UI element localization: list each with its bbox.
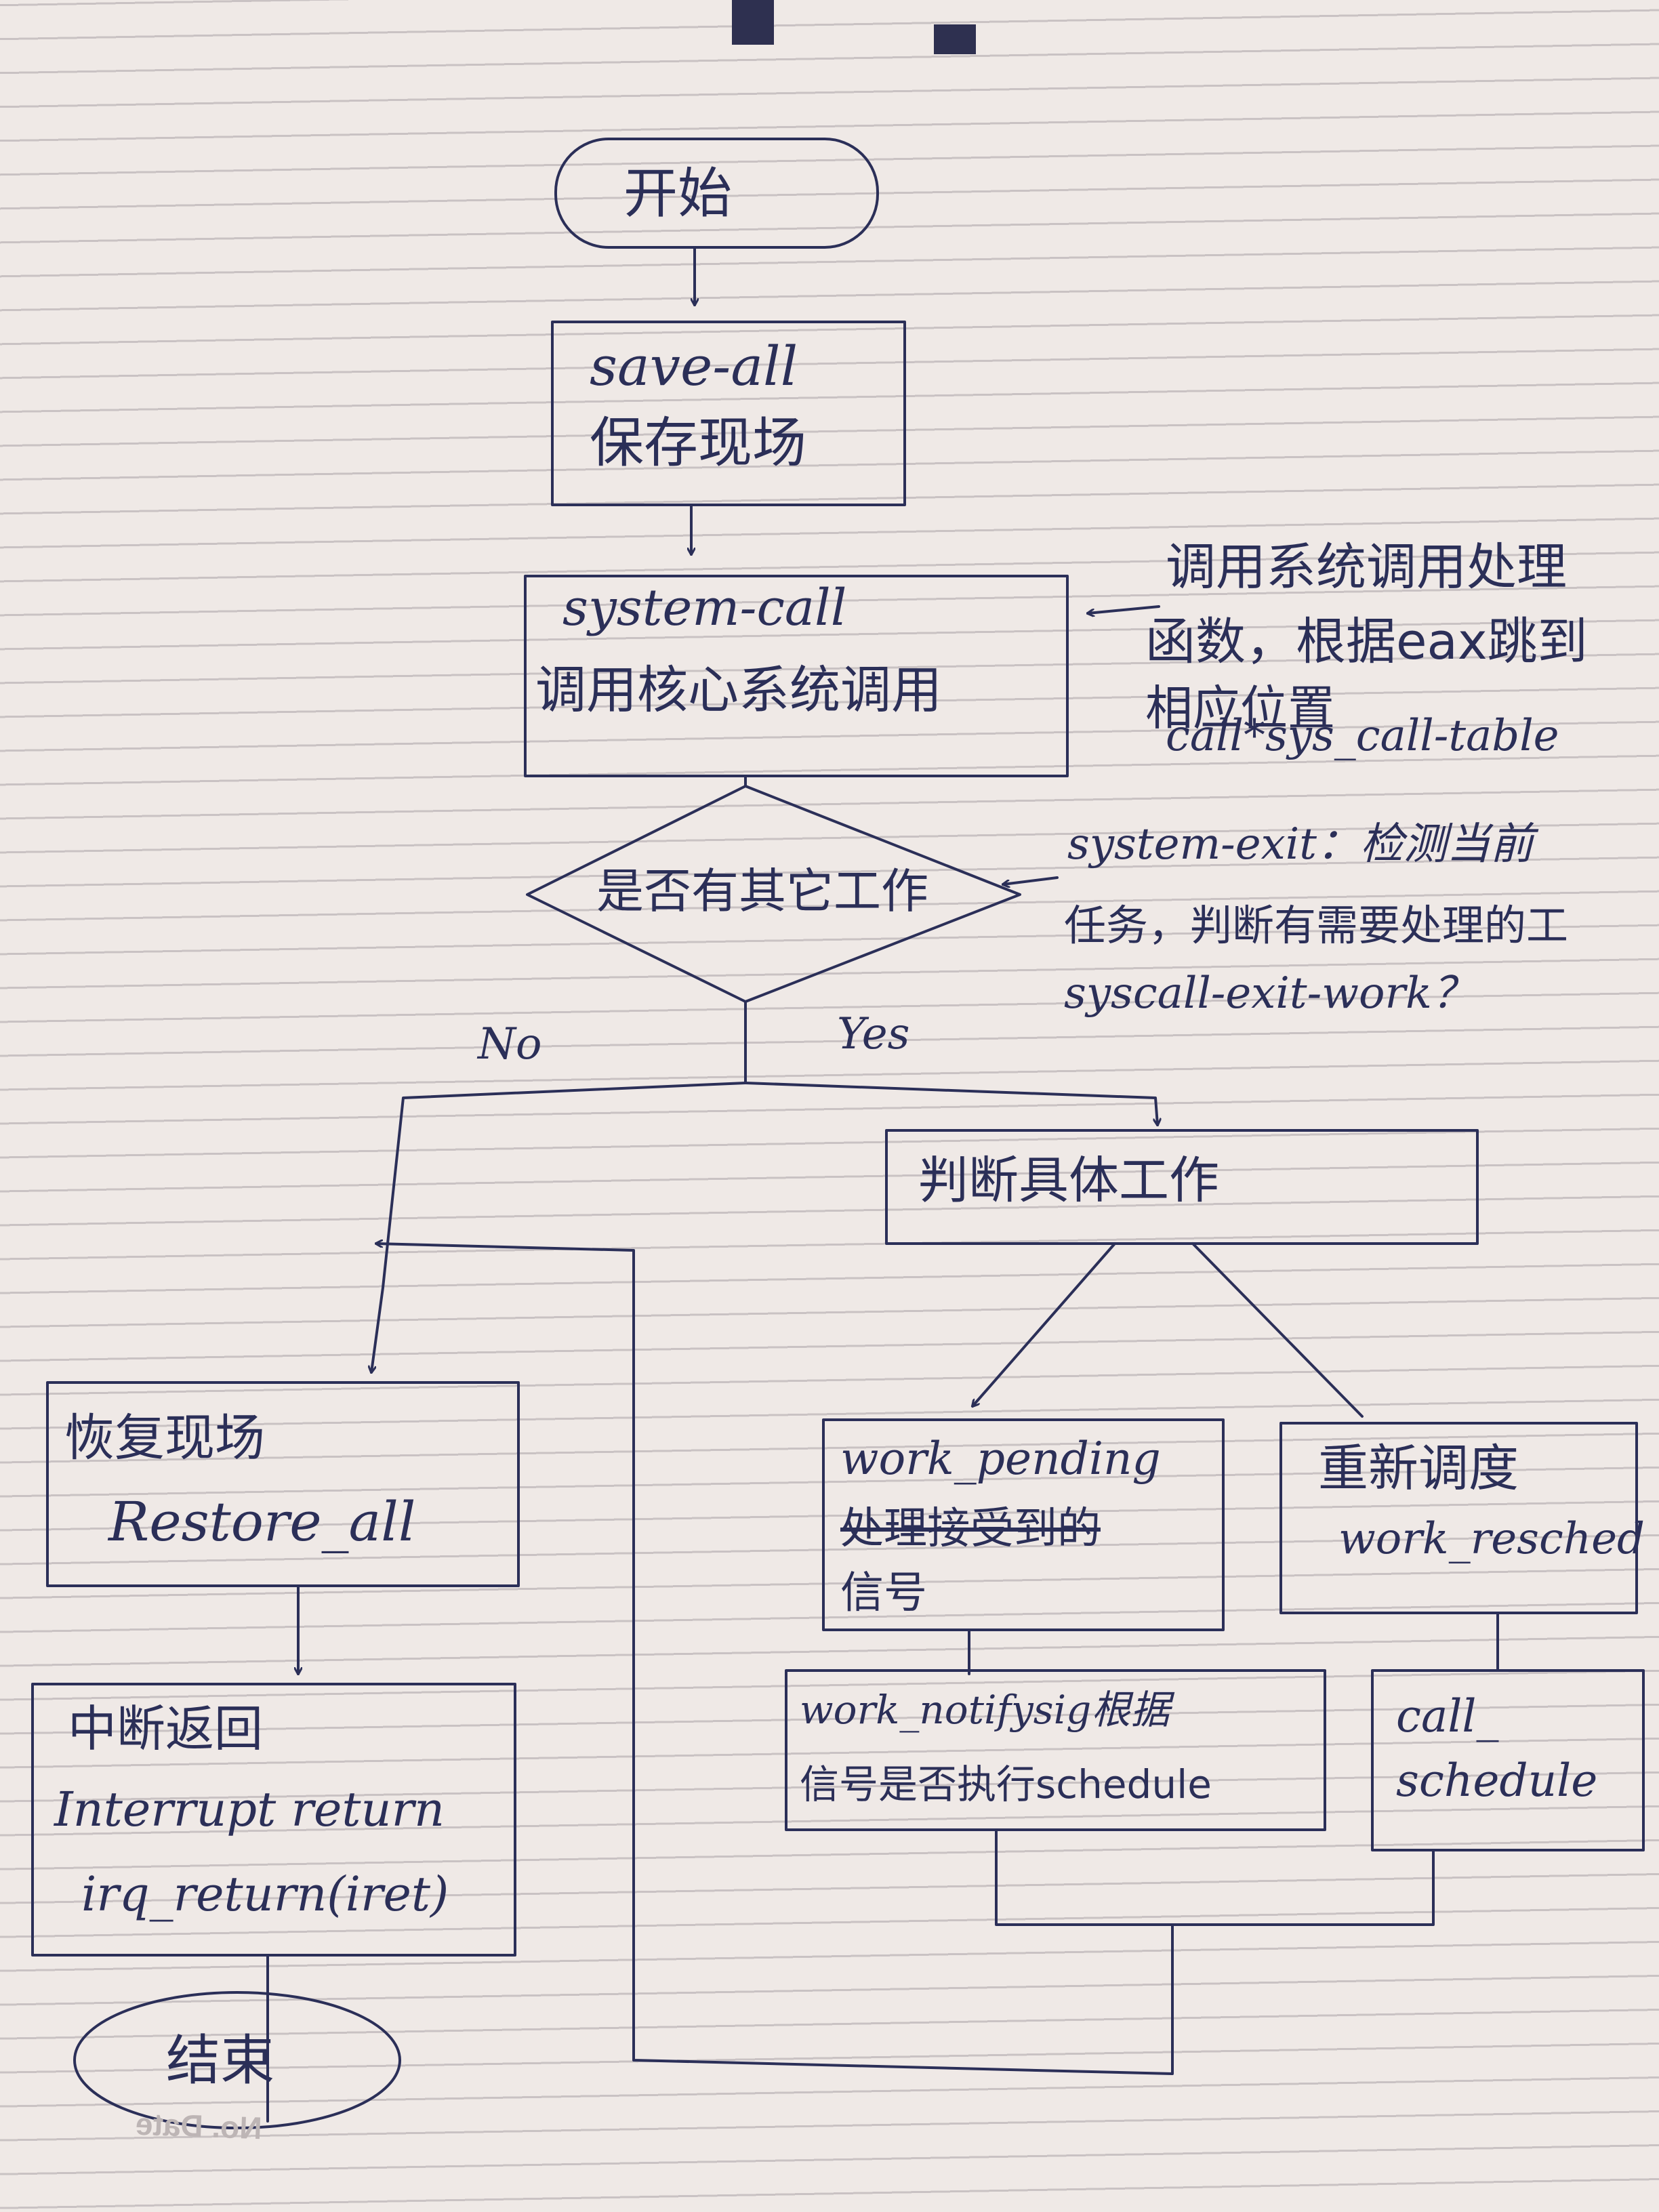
- work-notifysig-box: [785, 1669, 1326, 1831]
- save-all-box: [551, 321, 906, 506]
- decision-label: 是否有其它工作: [596, 863, 928, 919]
- work-pending-zh1: 处理接受到的: [840, 1504, 1101, 1554]
- work-notifysig-line2: 信号是否执行schedule: [800, 1761, 1212, 1807]
- work-pending-box: [822, 1418, 1225, 1631]
- system-call-zh: 调用核心系统调用: [535, 660, 943, 720]
- restore-box: [46, 1381, 520, 1587]
- save-all-zh: 保存现场: [590, 411, 806, 474]
- work-pending-zh2: 信号: [840, 1568, 927, 1618]
- interrupt-return-zh: 中断返回: [68, 1700, 264, 1757]
- syscall-note-line2: 函数，根据eax跳到: [1145, 613, 1588, 671]
- end-terminal: [73, 1991, 401, 2129]
- exit-note-line2: 任务，判断有需要处理的工: [1064, 901, 1569, 950]
- call-schedule-line1: call_: [1396, 1690, 1499, 1742]
- syscall-note-line4: call*sys_call-table: [1166, 711, 1559, 761]
- end-label: 结束: [166, 2029, 274, 2092]
- work-resched-box: [1279, 1422, 1638, 1614]
- exit-note-line3: syscall-exit-work？: [1064, 968, 1475, 1019]
- exit-note-line1: system-exit：检测当前: [1067, 819, 1534, 869]
- ink-mark: [732, 0, 774, 45]
- branch-yes-label: Yes: [837, 1009, 910, 1059]
- system-call-box: [524, 575, 1069, 777]
- interrupt-return-en2: irq_return(iret): [81, 1866, 449, 1922]
- interrupt-return-en1: Interrupt return: [54, 1782, 445, 1837]
- save-all-label: save-all: [590, 335, 798, 398]
- work-resched-en: work_resched: [1338, 1514, 1645, 1564]
- restore-en: Restore_all: [108, 1490, 416, 1553]
- start-label: 开始: [623, 162, 732, 225]
- work-pending-en: work_pending: [840, 1433, 1161, 1485]
- syscall-note-line3: 相应位置: [1145, 680, 1335, 736]
- interrupt-return-box: [31, 1683, 516, 1957]
- ink-mark: [934, 24, 976, 54]
- branch-no-label: No: [478, 1019, 542, 1069]
- work-resched-zh: 重新调度: [1318, 1439, 1519, 1498]
- judge-work-box: [885, 1129, 1479, 1245]
- start-terminal: [554, 138, 879, 249]
- syscall-note-line1: 调用系统调用处理: [1166, 538, 1567, 596]
- call-schedule-line2: schedule: [1396, 1755, 1598, 1807]
- restore-zh: 恢复现场: [64, 1409, 265, 1467]
- work-notifysig-line1: work_notifysig根据: [800, 1687, 1170, 1733]
- call-schedule-box: [1371, 1669, 1645, 1851]
- judge-work-label: 判断具体工作: [918, 1151, 1219, 1210]
- system-call-label: system-call: [562, 579, 847, 637]
- paper-imprint: No. Date: [135, 2106, 263, 2146]
